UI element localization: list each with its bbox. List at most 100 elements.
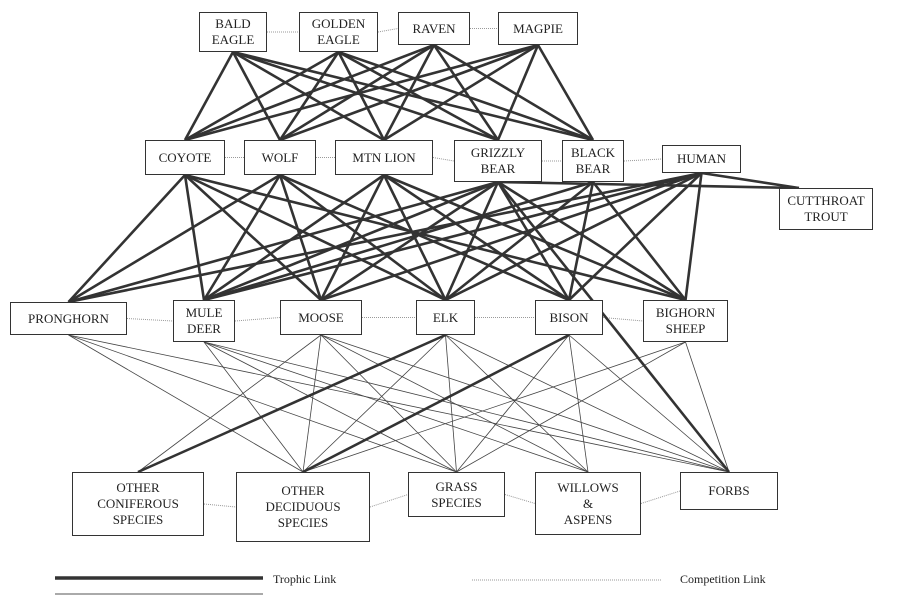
- trophic-link-wolf-mule_deer: [202, 174, 282, 301]
- trophic-link-magpie-mtn_lion: [383, 43, 539, 142]
- diet-link-bighorn_sheep-forbs: [685, 341, 730, 473]
- trophic-link-human-mule_deer: [203, 171, 702, 302]
- node-coyote: COYOTE: [145, 140, 225, 175]
- trophic-link-grizzly_bear-forbs: [496, 181, 731, 473]
- node-other-deciduous: OTHER DECIDUOUS SPECIES: [236, 472, 370, 542]
- trophic-link-golden_eagle-wolf: [278, 51, 340, 141]
- competition-link-mtn_lion-grizzly_bear: [432, 157, 455, 162]
- trophic-link-mtn_lion-moose: [319, 174, 386, 301]
- node-cutthroat-trout: CUTTHROAT TROUT: [779, 188, 873, 230]
- trophic-link-elk-other_coniferous: [137, 333, 447, 474]
- trophic-link-human-bison: [568, 172, 703, 301]
- trophic-link-bald_eagle-grizzly_bear: [232, 50, 499, 142]
- node-mtn-lion: MTN LION: [335, 140, 433, 175]
- diet-link-mule_deer-grass: [203, 341, 457, 473]
- trophic-link-raven-black_bear: [433, 43, 594, 142]
- diet-link-mule_deer-willows_aspens: [203, 341, 589, 473]
- trophic-link-coyote-pronghorn: [67, 174, 186, 303]
- competition-link-pronghorn-mule_deer: [126, 318, 174, 322]
- trophic-link-magpie-wolf: [279, 43, 539, 142]
- legend-competition-label: Competition Link: [680, 572, 766, 586]
- trophic-link-grizzly_bear-bison: [496, 181, 571, 301]
- node-human: HUMAN: [662, 145, 741, 173]
- diet-link-pronghorn-forbs: [68, 334, 730, 473]
- trophic-link-coyote-elk: [184, 173, 447, 302]
- trophic-link-mtn_lion-mule_deer: [203, 173, 385, 302]
- diet-link-bison-forbs: [568, 334, 730, 473]
- competition-link-bison-bighorn_sheep: [602, 317, 644, 322]
- competition-link-black_bear-human: [623, 158, 663, 162]
- diet-link-elk-grass: [445, 334, 457, 473]
- diet-link-mule_deer-other_deciduous: [203, 341, 304, 473]
- diet-link-bison-willows_aspens: [568, 334, 589, 473]
- trophic-link-raven-grizzly_bear: [432, 44, 500, 141]
- trophic-link-human-cutthroat_trout: [701, 171, 800, 190]
- diet-link-bighorn_sheep-grass: [456, 341, 686, 473]
- node-bison: BISON: [535, 300, 603, 335]
- trophic-link-human-pronghorn: [68, 171, 702, 304]
- diet-link-moose-willows_aspens: [320, 334, 589, 473]
- trophic-link-magpie-grizzly_bear: [496, 44, 540, 141]
- competition-link-grass-willows_aspens: [504, 494, 536, 504]
- trophic-link-human-bighorn_sheep: [684, 172, 703, 301]
- trophic-link-raven-coyote: [184, 43, 435, 142]
- node-other-coniferous: OTHER CONIFEROUS SPECIES: [72, 472, 204, 536]
- diet-link-moose-other_deciduous: [302, 334, 322, 473]
- competition-link-willows_aspens-forbs: [640, 490, 681, 504]
- node-elk: ELK: [416, 300, 475, 335]
- diet-link-moose-forbs: [320, 334, 730, 473]
- diet-link-elk-willows_aspens: [445, 334, 589, 473]
- node-forbs: FORBS: [680, 472, 778, 510]
- trophic-link-golden_eagle-mtn_lion: [337, 51, 386, 141]
- node-golden-eagle: GOLDEN EAGLE: [299, 12, 378, 52]
- node-grass: GRASS SPECIES: [408, 472, 505, 517]
- trophic-link-magpie-coyote: [184, 43, 539, 142]
- trophic-link-human-moose: [320, 171, 702, 302]
- node-pronghorn: PRONGHORN: [10, 302, 127, 335]
- node-mule-deer: MULE DEER: [173, 300, 235, 342]
- trophic-link-mtn_lion-bison: [383, 173, 570, 302]
- trophic-link-wolf-pronghorn: [67, 173, 281, 304]
- trophic-link-bison-other_deciduous: [302, 333, 570, 474]
- trophic-link-grizzly_bear-elk: [444, 181, 500, 301]
- trophic-link-black_bear-mule_deer: [203, 180, 594, 302]
- node-bighorn-sheep: BIGHORN SHEEP: [643, 300, 728, 342]
- trophic-link-grizzly_bear-mule_deer: [203, 180, 499, 302]
- diet-link-bighorn_sheep-other_deciduous: [302, 341, 686, 473]
- trophic-link-golden_eagle-grizzly_bear: [337, 50, 499, 142]
- diet-link-elk-other_deciduous: [302, 334, 446, 473]
- diet-link-pronghorn-other_deciduous: [68, 334, 304, 473]
- node-bald-eagle: BALD EAGLE: [199, 12, 267, 52]
- trophic-link-bald_eagle-wolf: [231, 51, 282, 141]
- trophic-link-wolf-bison: [279, 173, 570, 302]
- trophic-link-grizzly_bear-moose: [320, 180, 499, 302]
- legend-trophic-label: Trophic Link: [273, 572, 337, 586]
- node-wolf: WOLF: [244, 140, 316, 175]
- competition-link-golden_eagle-raven: [377, 28, 399, 33]
- diet-link-pronghorn-grass: [68, 334, 457, 473]
- diet-link-elk-forbs: [445, 334, 730, 473]
- diet-link-moose-other_coniferous: [137, 334, 322, 473]
- trophic-link-bald_eagle-black_bear: [232, 50, 594, 142]
- node-grizzly-bear: GRIZZLY BEAR: [454, 140, 542, 182]
- trophic-link-grizzly_bear-pronghorn: [68, 180, 499, 304]
- competition-link-other_deciduous-grass: [369, 494, 409, 508]
- trophic-link-coyote-moose: [184, 174, 322, 301]
- trophic-link-human-elk: [444, 171, 703, 302]
- node-moose: MOOSE: [280, 300, 362, 335]
- diet-link-bison-grass: [456, 334, 570, 473]
- node-raven: RAVEN: [398, 12, 470, 45]
- trophic-link-magpie-black_bear: [536, 44, 595, 141]
- trophic-link-golden_eagle-coyote: [184, 50, 340, 142]
- node-black-bear: BLACK BEAR: [562, 140, 624, 182]
- diet-link-moose-grass: [320, 334, 457, 473]
- node-willows-aspens: WILLOWS & ASPENS: [535, 472, 641, 535]
- competition-link-other_coniferous-other_deciduous: [203, 503, 237, 508]
- trophic-link-golden_eagle-black_bear: [338, 50, 594, 142]
- trophic-link-black_bear-elk: [444, 180, 594, 302]
- competition-link-mule_deer-moose: [234, 317, 281, 322]
- node-magpie: MAGPIE: [498, 12, 578, 45]
